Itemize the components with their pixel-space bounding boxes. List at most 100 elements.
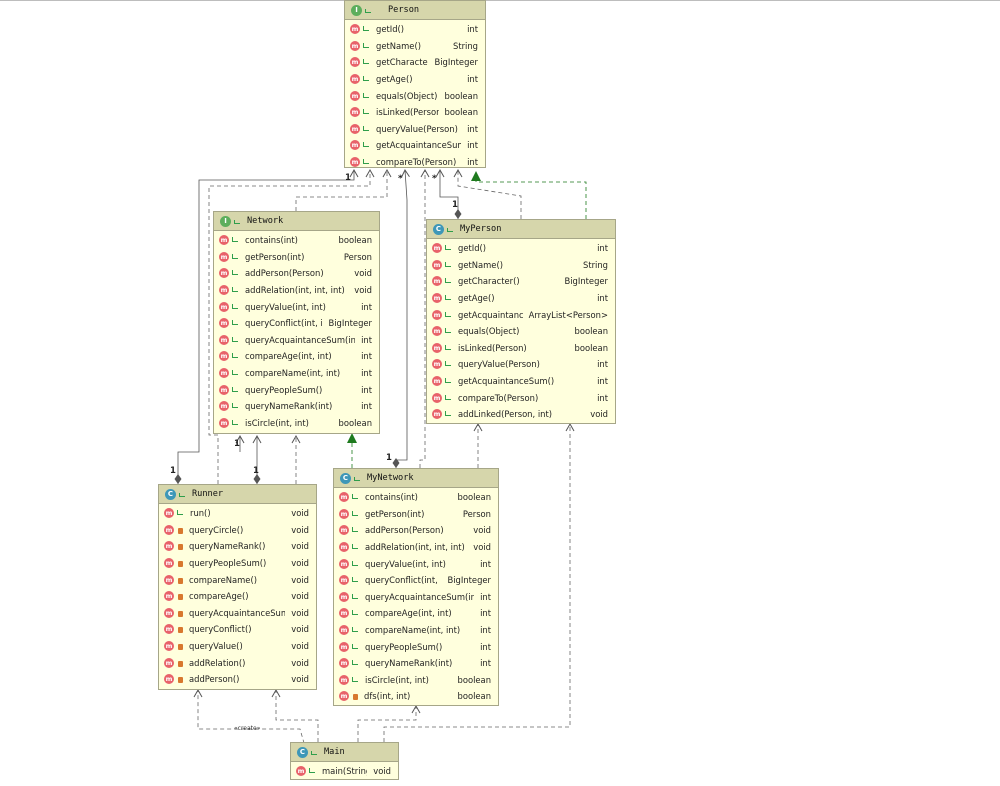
mult-mynetwork-1: 1 xyxy=(386,453,392,463)
method-return-type: BigInteger xyxy=(564,276,608,287)
method-signature: compareTo(Person) xyxy=(458,392,539,403)
method-signature: addPerson(Person) xyxy=(365,525,444,536)
method-icon: m xyxy=(164,541,174,552)
public-visibility-icon xyxy=(362,75,370,83)
public-visibility-icon xyxy=(362,125,370,133)
method-signature: queryValue(int, int) xyxy=(245,301,326,312)
public-visibility-icon xyxy=(362,92,370,100)
method-icon: m xyxy=(432,326,442,337)
method-signature: queryAcquaintanceSum(int) xyxy=(365,591,475,602)
method-icon: m xyxy=(339,608,349,619)
method-return-type: void xyxy=(291,508,309,519)
method-icon: m xyxy=(339,691,349,702)
private-visibility-icon xyxy=(178,544,183,551)
method-icon: m xyxy=(350,107,360,118)
method-icon: m xyxy=(432,409,442,420)
method-icon: m xyxy=(432,309,442,320)
method-icon: m xyxy=(339,658,349,669)
edge-mynetwork-person-dep xyxy=(419,168,430,468)
method-return-type: void xyxy=(291,574,309,585)
person-header: I Person xyxy=(345,1,485,20)
public-visibility-icon xyxy=(444,377,452,385)
method-return-type: int xyxy=(361,301,372,312)
method-return-type: void xyxy=(291,524,309,535)
method-return-type: int xyxy=(361,351,372,362)
method-signature: isLinked(Person) xyxy=(458,342,527,353)
public-visibility-icon xyxy=(444,360,452,368)
method-icon: m xyxy=(164,674,174,685)
method-signature: run() xyxy=(190,508,211,519)
person-methods: mgetId()intmgetName()StringmgetCharacter… xyxy=(345,21,485,170)
method-icon: m xyxy=(350,24,360,35)
private-visibility-icon xyxy=(178,610,183,617)
person-title: Person xyxy=(388,5,420,15)
method-signature: addRelation(int, int, int) xyxy=(365,542,465,553)
method-icon: m xyxy=(432,359,442,370)
